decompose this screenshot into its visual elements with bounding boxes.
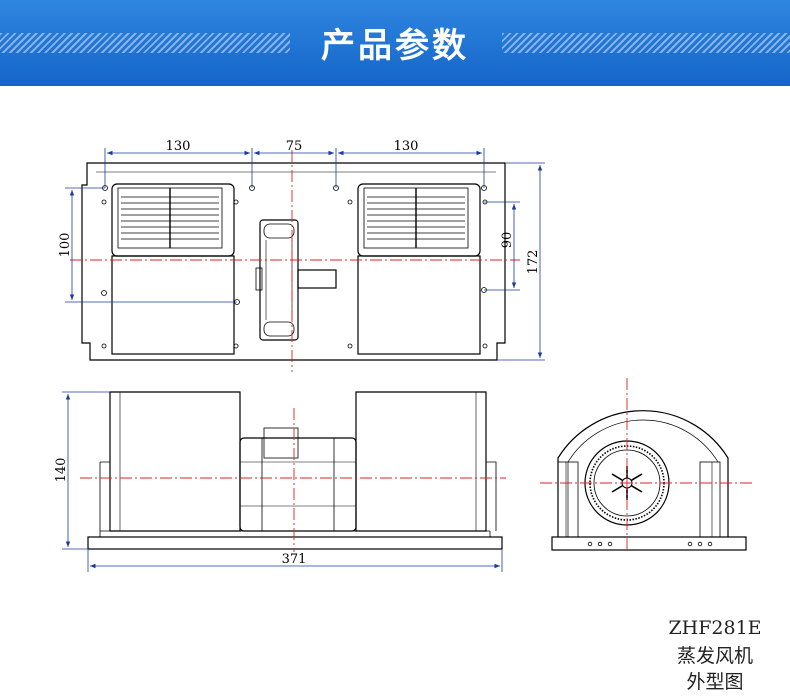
- dim-right-width: 130: [394, 139, 419, 154]
- right-blower-housing: [357, 255, 481, 355]
- left-blower-front: [109, 391, 241, 532]
- dim-total-width: 371: [282, 552, 307, 567]
- front-view: [87, 391, 503, 550]
- caption-model: ZHF281E: [668, 617, 762, 639]
- header-banner: 产品参数: [0, 0, 790, 86]
- dim-left-width: 130: [166, 139, 191, 154]
- left-blower-outlet: [111, 183, 235, 257]
- dim-right-height-total: 172: [526, 250, 541, 275]
- left-blower-housing: [111, 255, 235, 355]
- top-view-dimension-lines: [65, 148, 545, 361]
- banner-stripe-right: [502, 33, 790, 53]
- front-view-centerlines: [80, 408, 506, 552]
- dim-center-width: 75: [286, 139, 303, 154]
- top-view: [81, 162, 506, 361]
- technical-drawing: 130 75 130 100 90 172 140 371: [54, 139, 752, 572]
- right-blower-front: [355, 391, 487, 532]
- side-view-centerlines: [540, 378, 752, 552]
- caption-line-3: 外型图: [686, 671, 744, 693]
- banner-stripe-left: [0, 33, 290, 53]
- front-view-base-plate: [87, 536, 503, 550]
- page-title: 产品参数: [321, 26, 469, 66]
- top-view-base-plate: [81, 162, 506, 361]
- caption-line-2: 蒸发风机: [676, 645, 753, 667]
- side-view: [551, 410, 747, 551]
- side-view-scroll-housing: [557, 410, 729, 537]
- dim-front-height: 140: [54, 458, 69, 483]
- dim-right-height-inner: 90: [500, 232, 515, 249]
- front-view-dimension-lines: [62, 391, 503, 572]
- side-view-base-plate: [551, 536, 747, 551]
- dim-left-height: 100: [58, 233, 73, 258]
- right-blower-outlet: [357, 183, 481, 257]
- top-view-centerlines: [70, 150, 520, 372]
- motor-connector: [297, 269, 337, 289]
